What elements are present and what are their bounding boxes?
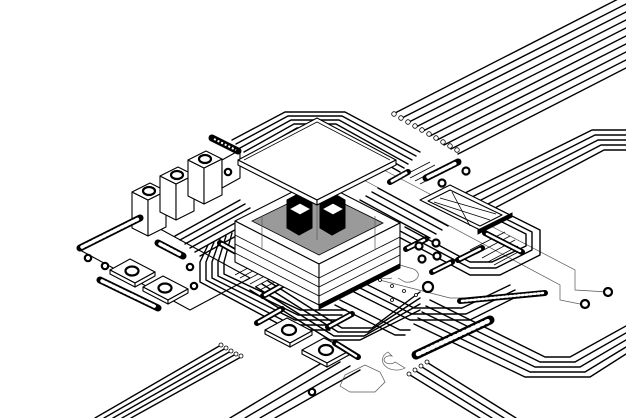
pill-connector [411,315,495,360]
trace-bundle-bottom-left [94,342,361,418]
via-row [391,111,460,153]
core-cubes [261,186,376,250]
core-cube-left [286,192,313,236]
ring-vias [83,166,471,397]
capacitor-group [131,149,241,237]
pad-group-bottom [264,317,350,368]
pill-connector [422,158,462,182]
pill-connector [154,239,187,260]
chip-socket [234,179,401,310]
outline-shapes [339,262,419,393]
square-pad-4 [301,337,350,368]
pad-group-left [109,258,189,305]
trace-bundle-top-right [391,0,626,155]
pill-connector [455,245,485,263]
trace-bundle-under-chip [199,232,421,341]
pill-connector [457,290,548,304]
square-pad-2 [142,275,189,305]
pill-connector [325,311,355,330]
capacitor-1 [131,182,167,237]
trace-bundle-bottom-right [413,299,626,378]
pill-connector [429,259,455,275]
capacitor-3 [187,150,223,205]
pill-connector [387,169,411,185]
pill-connector [254,306,285,326]
pill-connector [208,134,242,155]
x-component [419,184,513,235]
pill-connector [76,214,144,252]
trace-bundle-bottom-center [406,359,517,418]
core-cube-right [319,192,346,236]
pill-connector [482,230,525,255]
square-pad-3 [264,317,313,348]
square-pad-1 [109,258,156,288]
pill-connector [332,340,361,360]
chip-lid [237,117,397,206]
pill-connector [96,276,162,312]
